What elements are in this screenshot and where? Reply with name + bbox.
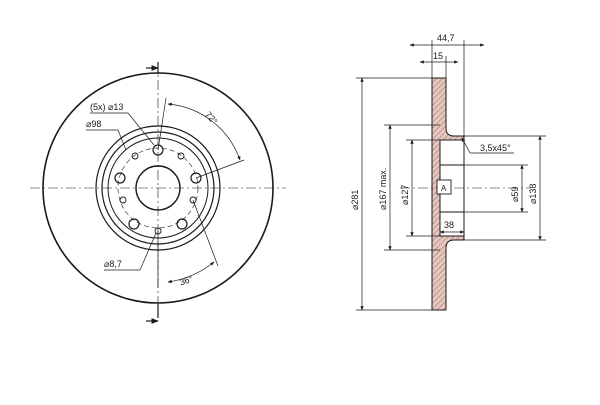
bolt-hole xyxy=(176,218,188,230)
small-hole-label: ⌀8,7 xyxy=(104,259,122,269)
pitch-angle-dimension xyxy=(157,97,245,179)
datum-box: A xyxy=(436,179,452,195)
small-hole xyxy=(119,196,127,204)
front-view xyxy=(30,62,286,324)
center-bore-label: ⌀59 xyxy=(510,187,520,202)
small-hole-angle-label: 36° xyxy=(178,273,195,287)
section-cut-markers xyxy=(146,62,159,324)
bolt-hole-label: (5x) ⌀13 xyxy=(90,102,123,112)
hub-diameter-label: ⌀138 xyxy=(528,184,538,204)
bolt-circle-label: ⌀98 xyxy=(86,119,101,129)
side-view: A 44,7 xyxy=(350,33,546,311)
disc-thickness-label: 15 xyxy=(433,51,443,61)
side-dimension-lines xyxy=(356,40,546,311)
pitch-angle-label: 72° xyxy=(203,110,220,127)
small-hole-angle-dimension xyxy=(157,199,219,288)
side-view-labels: 44,7 15 ⌀281 ⌀167 max. ⌀127 ⌀59 ⌀138 38 … xyxy=(350,33,538,230)
datum-label: A xyxy=(441,184,447,193)
bolt-hole xyxy=(114,172,126,184)
outer-diameter-label: ⌀281 xyxy=(350,190,360,210)
hub-depth-label: 38 xyxy=(444,220,454,230)
max-diameter-label: ⌀167 max. xyxy=(378,168,388,210)
bolt-hole xyxy=(128,218,140,230)
small-hole xyxy=(131,152,139,160)
chamfer-label: 3,5x45° xyxy=(480,143,511,153)
callout-leaders xyxy=(86,112,157,271)
small-hole xyxy=(189,196,197,204)
bolt-hole xyxy=(190,172,202,184)
total-height-label: 44,7 xyxy=(437,33,455,43)
hat-diameter-label: ⌀127 xyxy=(400,185,410,205)
small-hole xyxy=(177,152,185,160)
